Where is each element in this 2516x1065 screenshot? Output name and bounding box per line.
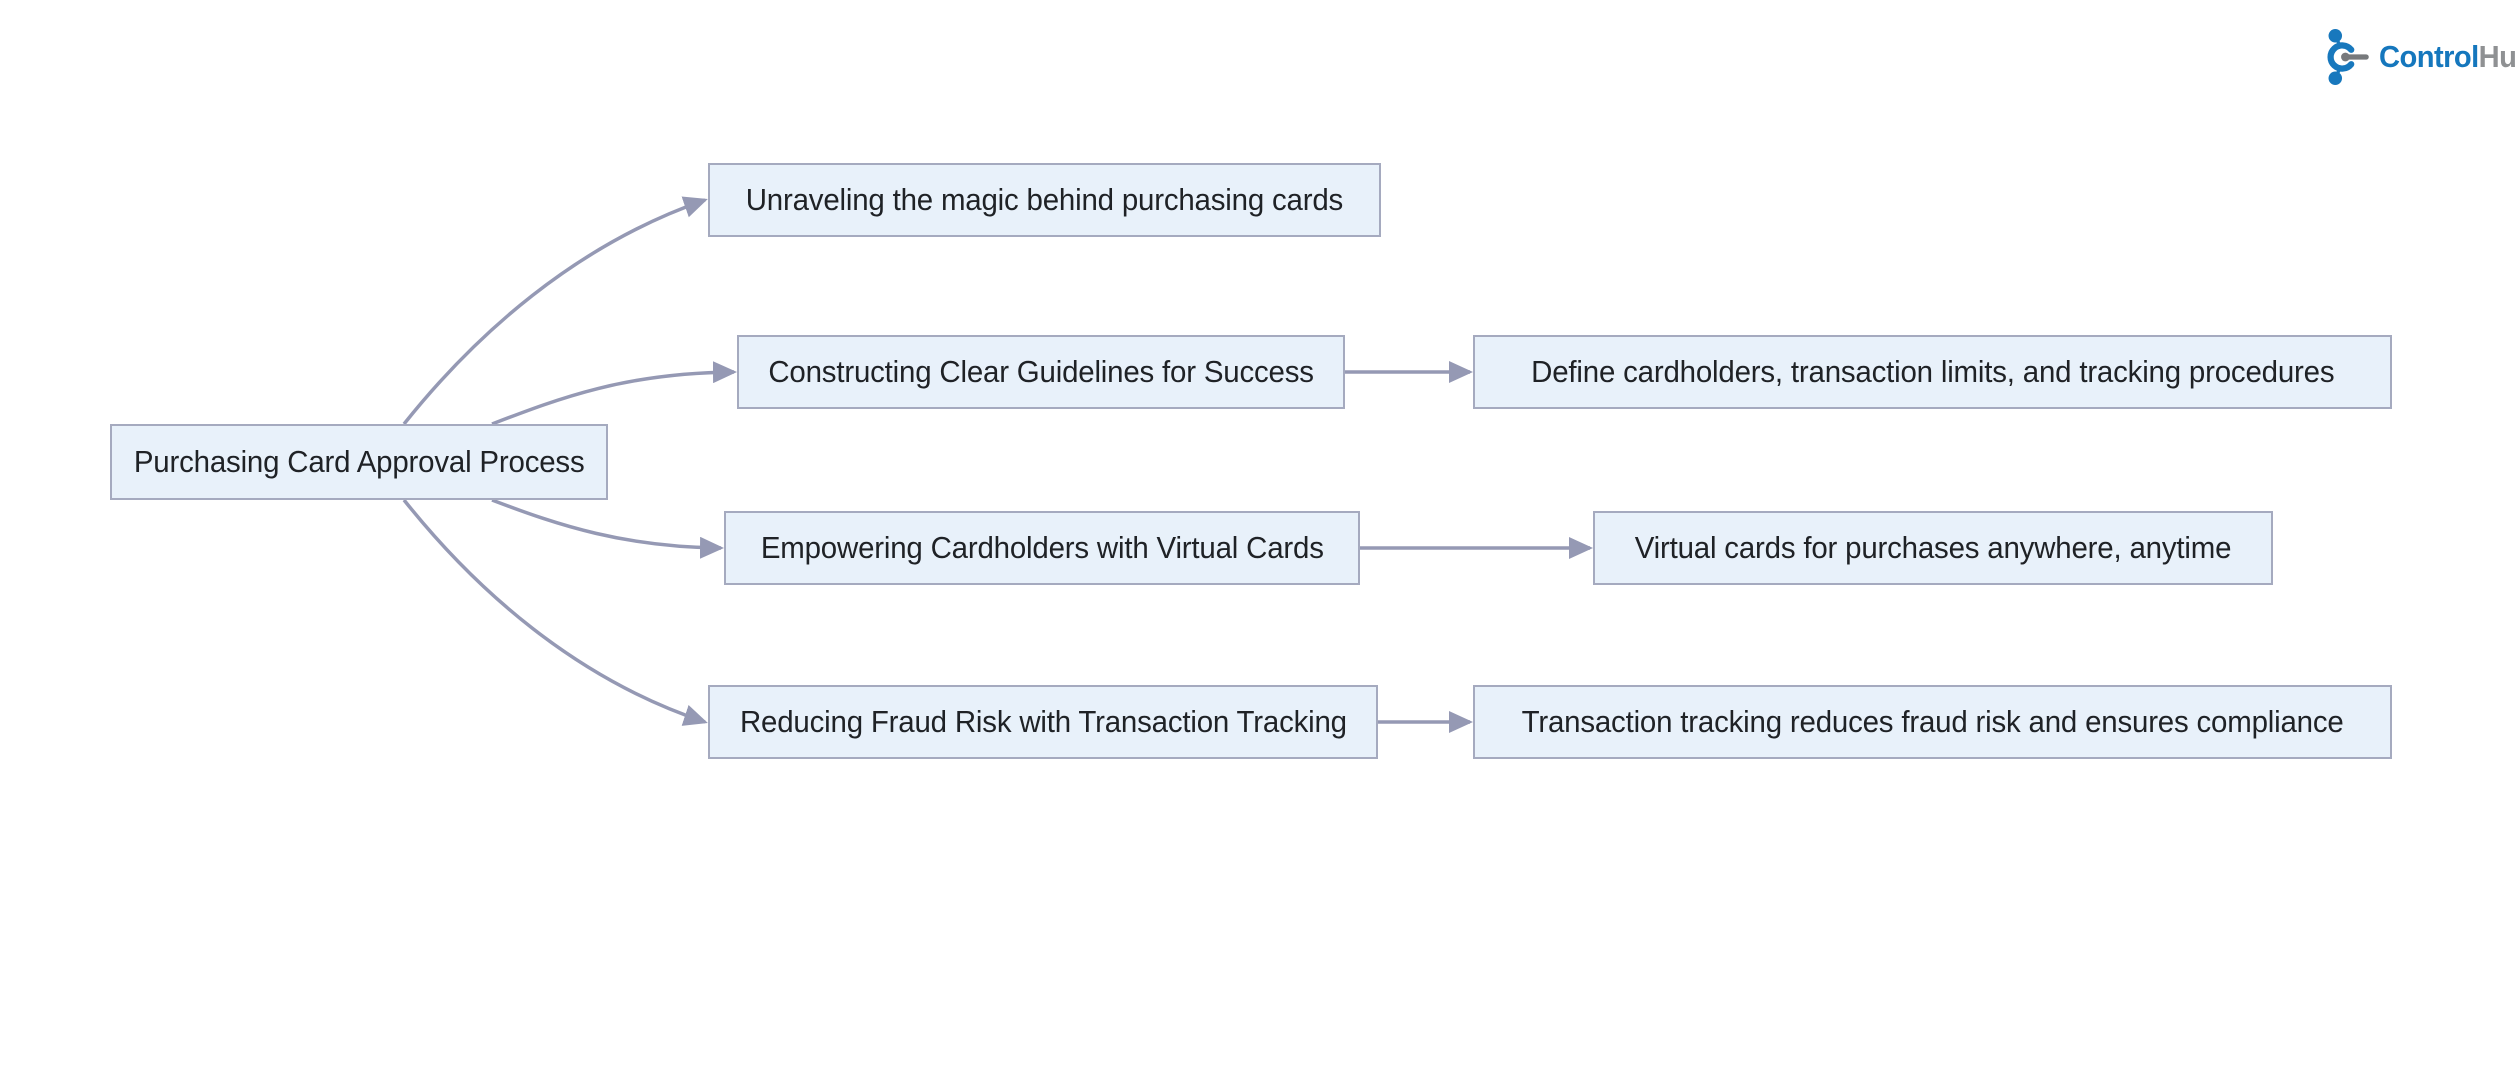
node-detail4: Transaction tracking reduces fraud risk … <box>1473 685 2392 759</box>
edge-root-topic4 <box>402 498 708 726</box>
wordmark-control: Control <box>2379 39 2479 74</box>
node-topic4-label: Reducing Fraud Risk with Transaction Tra… <box>739 704 1347 739</box>
controlhub-logo: ControlHub <box>2316 26 2516 88</box>
node-detail4-label: Transaction tracking reduces fraud risk … <box>1521 704 2344 739</box>
node-topic3: Empowering Cardholders with Virtual Card… <box>724 511 1360 585</box>
node-topic2: Constructing Clear Guidelines for Succes… <box>737 335 1345 409</box>
controlhub-wordmark: ControlHub <box>2379 39 2516 75</box>
node-topic4: Reducing Fraud Risk with Transaction Tra… <box>708 685 1378 759</box>
edge-root-topic3 <box>491 498 724 559</box>
node-root-label: Purchasing Card Approval Process <box>133 444 585 479</box>
node-root: Purchasing Card Approval Process <box>110 424 608 500</box>
node-topic2-label: Constructing Clear Guidelines for Succes… <box>768 354 1314 389</box>
node-topic1: Unraveling the magic behind purchasing c… <box>708 163 1381 237</box>
node-detail3-label: Virtual cards for purchases anywhere, an… <box>1634 530 2232 565</box>
hub-network-icon <box>2327 29 2369 85</box>
node-detail3: Virtual cards for purchases anywhere, an… <box>1593 511 2273 585</box>
edge-root-topic1 <box>402 196 708 426</box>
node-topic1-label: Unraveling the magic behind purchasing c… <box>745 182 1344 217</box>
node-detail2: Define cardholders, transaction limits, … <box>1473 335 2392 409</box>
wordmark-hub: Hub <box>2478 39 2516 74</box>
node-topic3-label: Empowering Cardholders with Virtual Card… <box>760 530 1324 565</box>
node-detail2-label: Define cardholders, transaction limits, … <box>1530 354 2335 389</box>
edge-root-topic2 <box>491 361 737 426</box>
